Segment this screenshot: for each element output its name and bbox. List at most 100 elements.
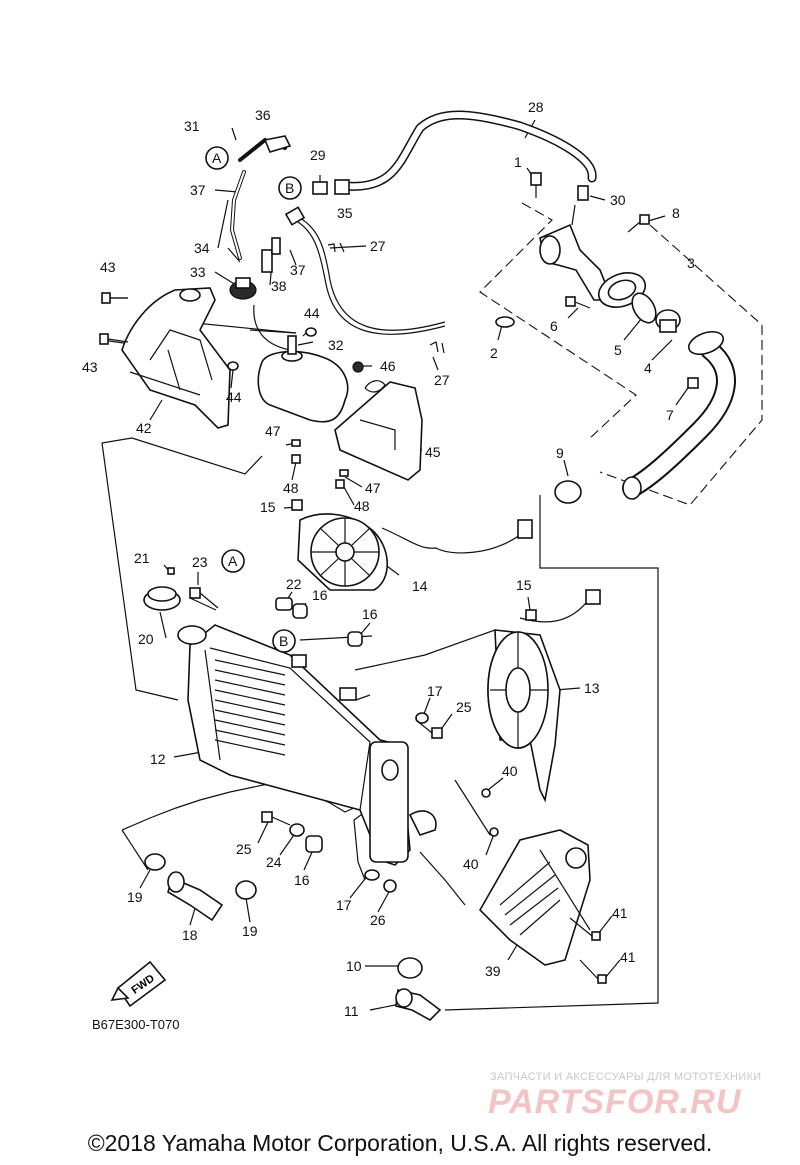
- callout: 18: [182, 927, 198, 943]
- nut-26: [383, 879, 397, 893]
- callout: 40: [502, 763, 518, 779]
- callout: A: [212, 150, 222, 166]
- collar-47b: [339, 469, 349, 477]
- callout: A: [228, 553, 238, 569]
- callout: 27: [370, 238, 386, 254]
- watermark-tagline: ЗАПЧАСТИ И АКСЕССУАРЫ ДЛЯ МОТОТЕХНИКИ: [490, 1071, 762, 1083]
- outlet-hose-flange: [687, 330, 725, 356]
- callout: 15: [516, 577, 532, 593]
- grommet-44a: [305, 327, 317, 337]
- callout: 29: [310, 147, 326, 163]
- bolt-1: [530, 172, 542, 198]
- hose-11: [395, 988, 442, 1021]
- cap-33: [229, 277, 257, 300]
- fitting-38: [261, 237, 281, 273]
- collar-47a: [291, 439, 301, 447]
- callout: 25: [236, 841, 252, 857]
- thermostat-group-outline: [479, 202, 763, 506]
- callout: 28: [528, 99, 544, 115]
- bolt-48a: [291, 454, 301, 464]
- reservoir-tank-32: [257, 335, 349, 423]
- callout: 44: [304, 305, 320, 321]
- clip-27a: [327, 242, 345, 253]
- callout: 3: [687, 255, 695, 271]
- nut-40b: [489, 827, 499, 837]
- tank-cover-45: [334, 380, 423, 481]
- callout: 27: [434, 372, 450, 388]
- callout: 16: [294, 872, 310, 888]
- callout: 41: [620, 949, 636, 965]
- diagram-code: B67E300-T070: [92, 1017, 180, 1032]
- callout: 5: [614, 342, 622, 358]
- callout: 48: [354, 498, 370, 514]
- callout: 36: [255, 107, 271, 123]
- bolt-48b: [335, 479, 345, 489]
- callout: 34: [194, 240, 210, 256]
- fitting-30: [577, 185, 589, 201]
- hose-18: [167, 871, 224, 922]
- watermark-logo: PARTSFOR.RU: [488, 1083, 742, 1121]
- nut-40a: [481, 788, 491, 798]
- hose-end-28: [334, 179, 350, 195]
- hose-35-end: [284, 206, 306, 226]
- bolt-43-upper: [101, 292, 128, 304]
- clamp-19b: [235, 880, 257, 900]
- callout: 13: [584, 680, 600, 696]
- grommet-16a: [292, 603, 308, 619]
- callout: 1: [514, 154, 522, 170]
- breather-pipe-36: [263, 135, 292, 153]
- callout: 8: [672, 205, 680, 221]
- callout: 10: [346, 958, 362, 974]
- callout: 42: [136, 420, 152, 436]
- callout: 19: [242, 923, 258, 939]
- radiator-12: [187, 624, 437, 866]
- callout: 43: [100, 259, 116, 275]
- callout: 47: [265, 423, 281, 439]
- callout: 11: [344, 1003, 359, 1019]
- bolt-25a: [415, 719, 443, 739]
- callout: 19: [127, 889, 143, 905]
- callout: 4: [644, 360, 652, 376]
- callout: 30: [610, 192, 626, 208]
- bolt-23: [189, 587, 219, 609]
- callout: 7: [666, 407, 674, 423]
- callout: 6: [550, 318, 558, 334]
- callout: 41: [612, 905, 628, 921]
- leader-lines: [101, 119, 691, 1011]
- washer-17a: [415, 712, 429, 724]
- bolt-6: [565, 296, 591, 309]
- fwd-arrow-icon: FWD: [110, 960, 167, 1008]
- washer-24: [289, 823, 305, 837]
- callout: 37: [290, 262, 306, 278]
- radiator-cap-20: [143, 586, 207, 645]
- callout: 43: [82, 359, 98, 375]
- ref-circle-b-top: [278, 176, 302, 200]
- outlet-hose-7: [622, 340, 736, 498]
- callout: B: [285, 180, 294, 196]
- callout: 48: [283, 480, 299, 496]
- bolt-25b: [261, 811, 291, 826]
- cooling-fan-14: [291, 499, 533, 591]
- callout: 38: [271, 278, 287, 294]
- callout: 40: [463, 856, 479, 872]
- callout: 17: [427, 683, 443, 699]
- outlet-hose-end: [622, 476, 642, 500]
- fan-wire-14: [381, 527, 521, 554]
- cooling-fan-13: [487, 589, 601, 803]
- ref-circle-a-top: [205, 146, 229, 170]
- callout: 45: [425, 444, 441, 460]
- callout: 25: [456, 699, 472, 715]
- o-ring-5: [631, 292, 657, 324]
- callout: 26: [370, 912, 386, 928]
- callout: 23: [192, 554, 208, 570]
- clamp-19a: [144, 853, 166, 871]
- callout: 15: [260, 499, 276, 515]
- callout: 32: [328, 337, 344, 353]
- copyright-notice: ©2018 Yamaha Motor Corporation, U.S.A. A…: [87, 1130, 713, 1156]
- bolt-41b: [579, 959, 607, 984]
- callout: 14: [412, 578, 428, 594]
- nut-46: [352, 361, 364, 373]
- callout: 33: [190, 264, 206, 280]
- callout: 20: [138, 631, 154, 647]
